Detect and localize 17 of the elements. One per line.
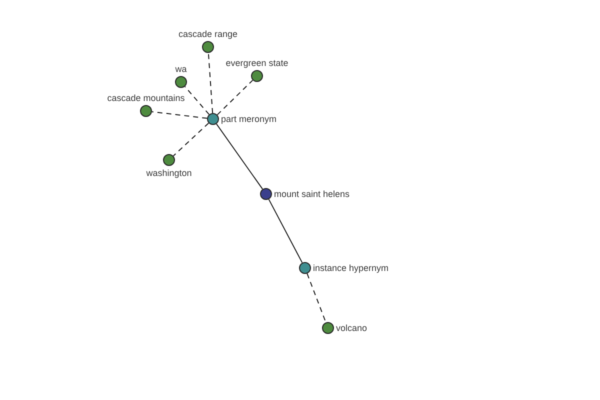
connector-line bbox=[216, 123, 264, 190]
connector-line bbox=[306, 273, 326, 323]
node-label: volcano bbox=[336, 323, 368, 333]
node-label: mount saint helens bbox=[274, 189, 350, 199]
node-label: cascade mountains bbox=[107, 93, 185, 103]
connector-line bbox=[216, 80, 254, 116]
node-label: wa bbox=[175, 64, 187, 74]
connector-line bbox=[172, 122, 210, 156]
connector-line bbox=[151, 111, 208, 119]
connector-line bbox=[268, 198, 303, 264]
node-label: part meronym bbox=[221, 114, 277, 124]
node-label: evergreen state bbox=[226, 58, 288, 68]
connector-line bbox=[208, 52, 214, 114]
node-label: instance hypernym bbox=[313, 263, 389, 273]
connector-line bbox=[184, 86, 210, 115]
node-label: washington bbox=[146, 168, 192, 178]
node-label: cascade range bbox=[178, 29, 238, 39]
